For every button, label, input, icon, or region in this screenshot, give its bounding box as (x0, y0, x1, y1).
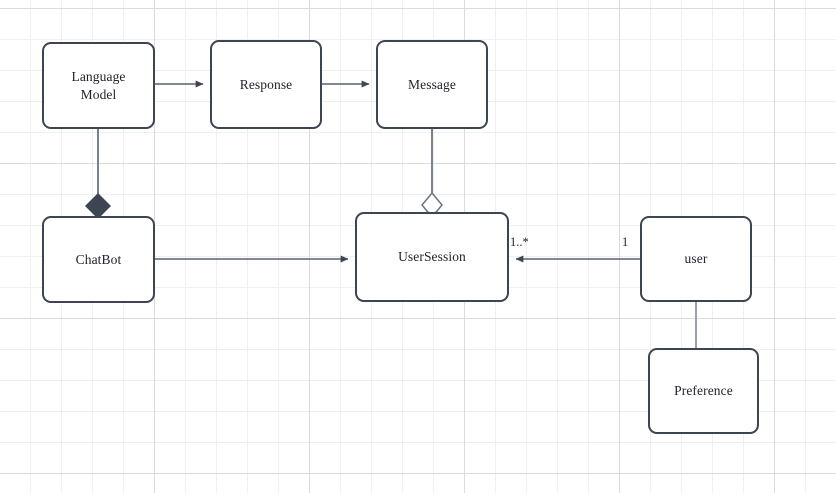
node-label-response: Response (239, 76, 293, 92)
node-usersession[interactable]: UserSession (355, 212, 509, 302)
multiplicity-usersession-end: 1..* (510, 235, 529, 249)
node-label-usersession: UserSession (398, 249, 466, 265)
node-chatbot[interactable]: ChatBot (42, 216, 155, 303)
node-label-chatbot: ChatBot (75, 251, 122, 267)
filled-diamond-icon (85, 193, 111, 219)
multiplicity-user-end: 1 (622, 235, 629, 249)
node-label-language-model: Language Model (71, 68, 126, 102)
node-label-user: user (684, 251, 708, 267)
node-response[interactable]: Response (210, 40, 322, 129)
node-message[interactable]: Message (376, 40, 488, 129)
node-preference[interactable]: Preference (648, 348, 759, 434)
node-language-model[interactable]: Language Model (42, 42, 155, 129)
edge-message-to-usersession (421, 129, 443, 219)
edge-language-model-to-chatbot (85, 129, 111, 219)
node-label-preference: Preference (674, 383, 733, 399)
node-label-message: Message (408, 76, 456, 92)
node-user[interactable]: user (640, 216, 752, 302)
